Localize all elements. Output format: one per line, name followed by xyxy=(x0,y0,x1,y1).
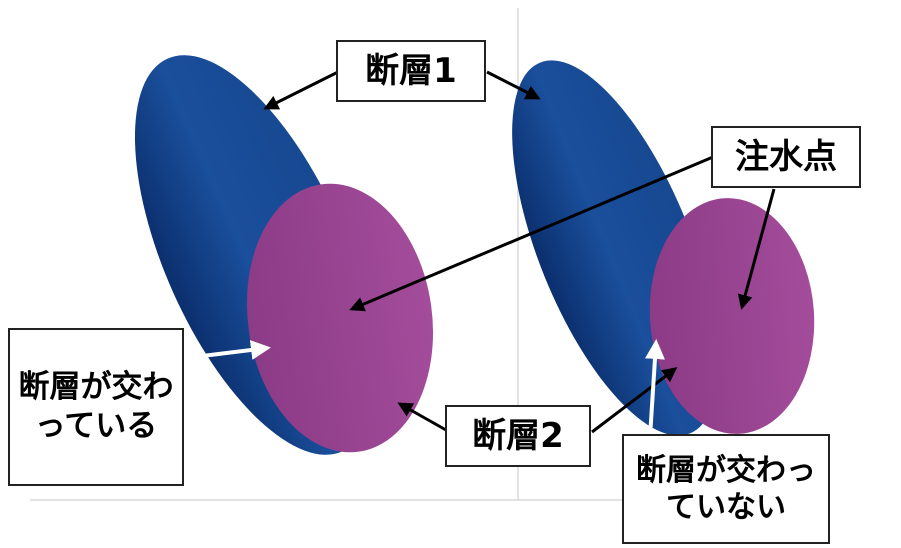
fault1-label: 断層1 xyxy=(336,40,486,102)
arrow-injection-right xyxy=(737,188,776,310)
arrow-fault1-right xyxy=(486,70,541,100)
arrow-fault2-right xyxy=(591,367,678,434)
right-fault2-ellipse xyxy=(649,198,815,434)
arrow-injection-left xyxy=(349,155,714,312)
left-fault2-ellipse xyxy=(246,183,434,453)
arrow-intersect-point xyxy=(185,340,271,360)
arrow-fault1-left xyxy=(263,70,339,110)
intersecting-label: 断層が交わっている xyxy=(8,328,184,486)
injection-point-label: 注水点 xyxy=(711,126,861,188)
arrow-nointersect-point xyxy=(645,339,665,438)
not-intersecting-label: 断層が交わっていない xyxy=(622,434,830,544)
fault2-label: 断層2 xyxy=(445,405,591,467)
arrow-fault2-left xyxy=(397,402,447,432)
